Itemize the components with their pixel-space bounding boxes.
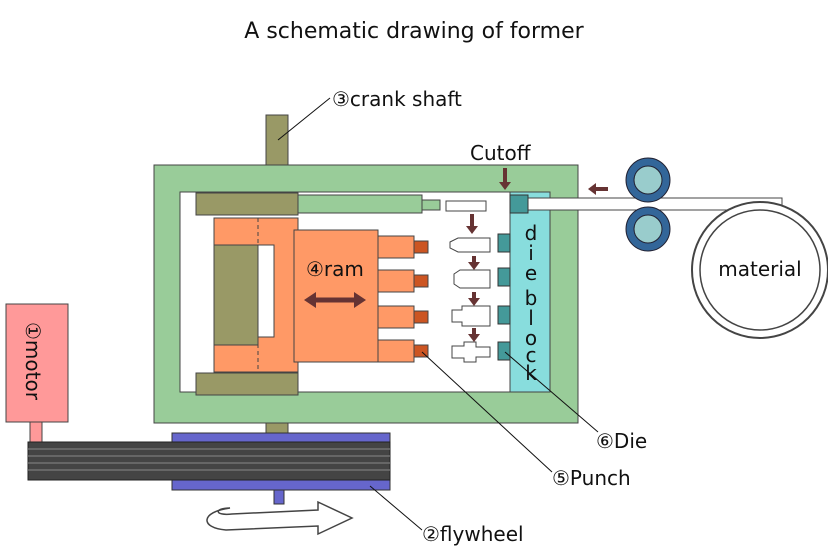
leader-die bbox=[504, 351, 599, 433]
ram-arrow-right-head bbox=[354, 292, 366, 308]
rail-end bbox=[421, 199, 441, 211]
punch-holder-2 bbox=[377, 269, 415, 293]
crank-shaft-top bbox=[265, 114, 289, 168]
punch-3 bbox=[413, 310, 429, 324]
die-block-label-e: e bbox=[525, 261, 537, 285]
ram-label: ④ram bbox=[306, 257, 364, 281]
motor-shaft bbox=[29, 421, 43, 443]
die-block-label-o: o bbox=[525, 326, 537, 350]
crank-shaft-label: ③crank shaft bbox=[332, 87, 462, 111]
die-block-label-i: i bbox=[528, 241, 534, 265]
punch-holder-1 bbox=[377, 235, 415, 259]
punch-holder-4 bbox=[377, 339, 415, 363]
die-label: ⑥Die bbox=[596, 429, 647, 453]
blank-stage-1 bbox=[449, 237, 491, 253]
punch-label: ⑤Punch bbox=[552, 466, 631, 490]
ram bbox=[293, 229, 379, 363]
blank-stage-4 bbox=[451, 341, 491, 363]
die-block-label-die: d bbox=[525, 221, 538, 245]
upper-rail bbox=[297, 194, 423, 214]
flywheel-bottom-plate bbox=[171, 479, 391, 491]
die-block-label-k: k bbox=[525, 361, 537, 385]
blank-stage-2 bbox=[453, 269, 491, 289]
die-block bbox=[509, 191, 551, 393]
blank-cutoff bbox=[445, 200, 487, 212]
die-block-label-b: b bbox=[525, 286, 538, 310]
flywheel-label: ②flywheel bbox=[422, 522, 524, 546]
cutoff-label: Cutoff bbox=[470, 141, 532, 165]
flywheel-shaft bbox=[273, 489, 285, 505]
punch-1 bbox=[413, 240, 429, 254]
blank-stage-3 bbox=[451, 305, 491, 327]
die-4 bbox=[497, 341, 511, 361]
die-block-label-l: l bbox=[528, 306, 534, 330]
motor-label: ①motor bbox=[21, 322, 45, 401]
lower-guide bbox=[195, 372, 299, 396]
cutoff-arrow-head bbox=[499, 182, 511, 190]
die-2 bbox=[497, 267, 511, 287]
die-3 bbox=[497, 305, 511, 325]
transfer-arrow-3-head bbox=[468, 298, 480, 306]
rotation-arrow bbox=[206, 500, 354, 536]
material-coil-inner bbox=[699, 209, 821, 331]
die-block-label-c: c bbox=[526, 343, 537, 367]
punch-2 bbox=[413, 274, 429, 288]
leader-punch bbox=[421, 351, 553, 473]
ram-arrow-left-head bbox=[304, 292, 316, 308]
feed-arrow-head bbox=[588, 183, 596, 195]
material-label: material bbox=[718, 257, 801, 281]
transfer-arrow-1-head bbox=[466, 226, 478, 234]
die-1 bbox=[497, 233, 511, 253]
belt bbox=[27, 441, 391, 481]
diagram-title: A schematic drawing of former bbox=[244, 19, 584, 44]
feed-roller-top-hub bbox=[633, 165, 663, 195]
transfer-arrow-4-head bbox=[468, 334, 480, 342]
upper-guide bbox=[195, 192, 299, 216]
leader-flywheel bbox=[369, 485, 423, 531]
feed-roller-bottom-hub bbox=[633, 214, 663, 244]
leader-crank bbox=[277, 97, 331, 141]
crank-connection bbox=[213, 244, 259, 346]
connection-slot bbox=[257, 244, 275, 338]
transfer-arrow-2-head bbox=[468, 262, 480, 270]
punch-holder-3 bbox=[377, 305, 415, 329]
cutoff-knife bbox=[509, 194, 529, 214]
